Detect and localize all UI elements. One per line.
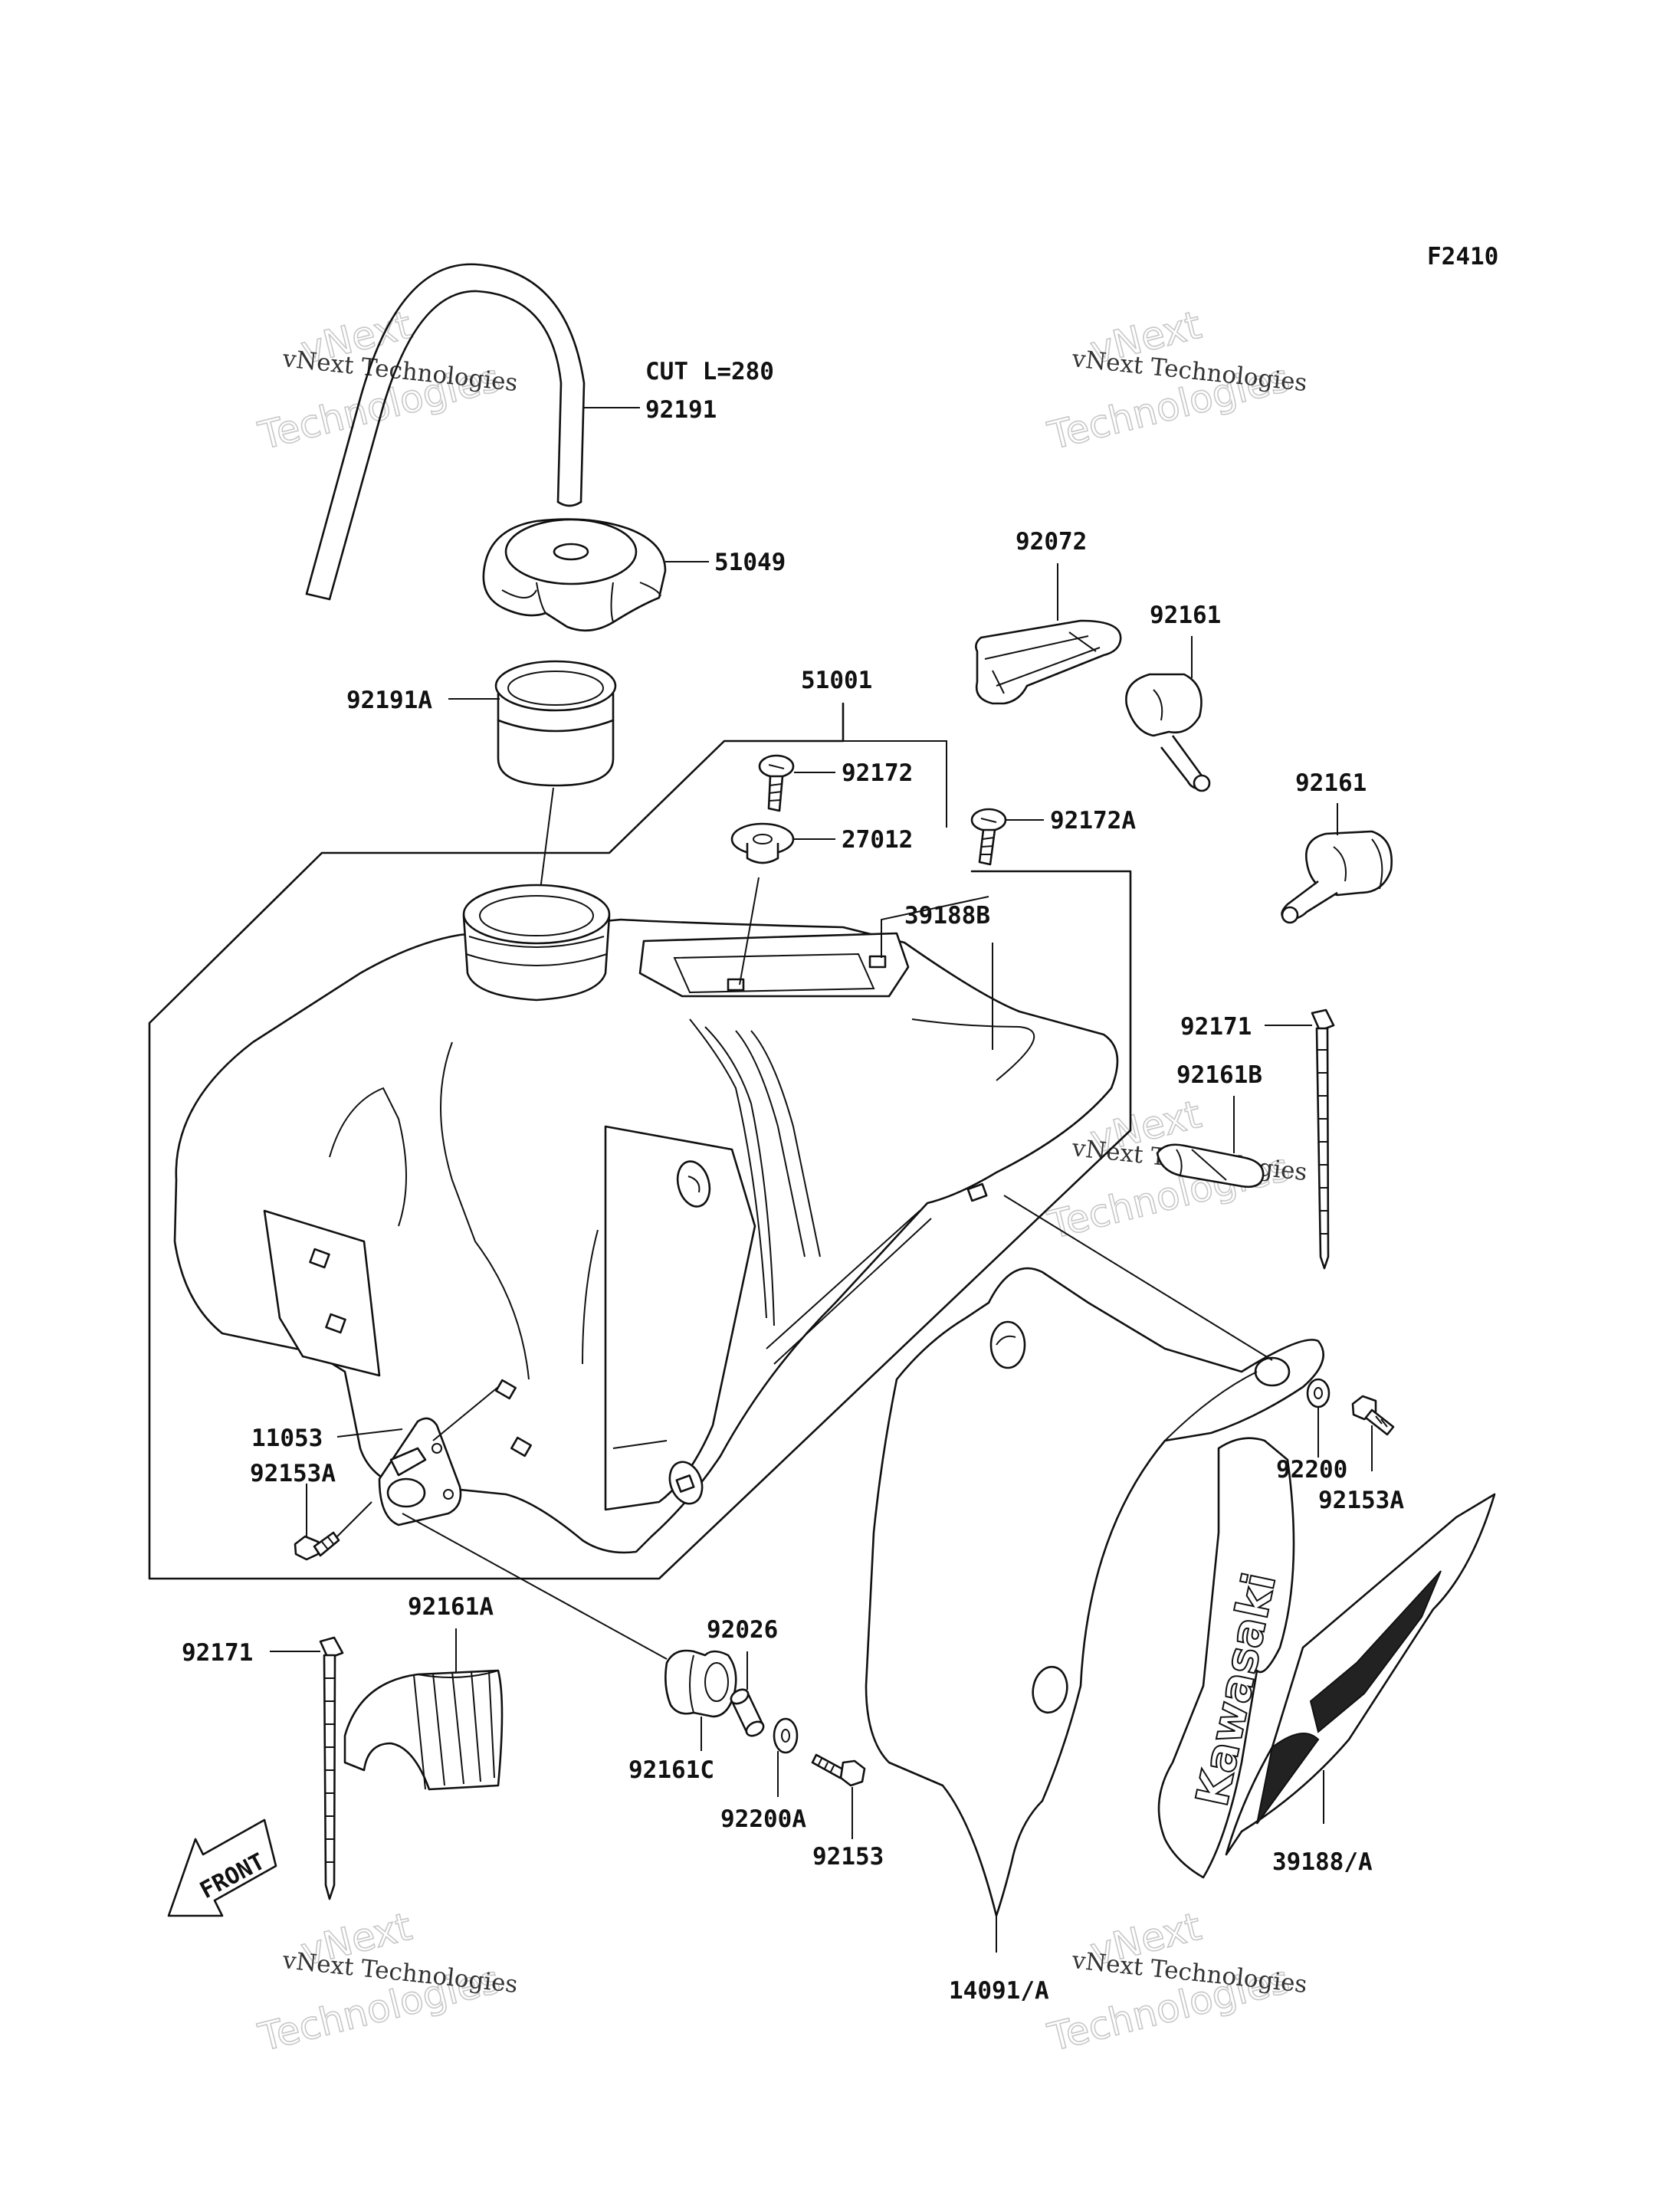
label-27012: 27012: [842, 826, 913, 854]
bolt-92153: [811, 1753, 866, 1787]
fuel-cock-11053: [378, 1417, 462, 1526]
decal-39188A: Kawasaki: [1157, 1437, 1496, 1879]
strap-92072: [975, 619, 1122, 705]
fuel-cap: [482, 518, 667, 632]
front-arrow-icon: FRONT: [167, 1818, 277, 1917]
label-92161C: 92161C: [628, 1756, 714, 1784]
screw-92172A: [970, 808, 1007, 866]
shroud-14091A: [865, 1267, 1324, 1917]
label-92153: 92153: [812, 1843, 884, 1871]
label-39188B: 39188B: [904, 902, 990, 930]
label-92172: 92172: [842, 759, 913, 787]
clamp-92161-middle: [1281, 830, 1393, 924]
label-92191A: 92191A: [346, 687, 432, 714]
label-92161A: 92161A: [408, 1593, 494, 1621]
label-92171-1: 92171: [1180, 1013, 1252, 1041]
clamp-92161B: [1156, 1143, 1265, 1188]
washer-92200A: [773, 1717, 799, 1754]
protector-92161A: [343, 1669, 504, 1791]
label-92161B: 92161B: [1176, 1061, 1262, 1089]
bolt-92153A-left: [294, 1531, 340, 1561]
label-92200: 92200: [1276, 1456, 1347, 1484]
label-14091A: 14091/A: [949, 1977, 1049, 2005]
breather-hose: [305, 263, 586, 601]
cable-tie-left: [319, 1636, 344, 1900]
filler-neck-seal: [494, 660, 617, 787]
label-92072: 92072: [1016, 528, 1087, 556]
label-92161-2: 92161: [1295, 769, 1367, 797]
label-92171-2: 92171: [182, 1639, 253, 1667]
label-cut-note: CUT L=280: [645, 358, 774, 385]
diagram-ref-code: F2410: [1427, 243, 1498, 271]
damper-27012: [730, 822, 795, 864]
clamp-92161-upper: [1125, 673, 1211, 792]
label-92200A: 92200A: [720, 1805, 806, 1833]
label-92153A-1: 92153A: [250, 1460, 336, 1487]
screw-92172: [758, 754, 795, 812]
fuel-tank: [173, 884, 1119, 1554]
label-51001: 51001: [801, 667, 872, 694]
grommet-92161C: [664, 1649, 737, 1718]
label-92153A-2: 92153A: [1318, 1487, 1404, 1514]
cable-tie-right: [1311, 1008, 1335, 1270]
label-92026: 92026: [707, 1616, 778, 1644]
label-51049: 51049: [714, 549, 786, 576]
label-92172A: 92172A: [1050, 807, 1136, 835]
collar-92026: [730, 1688, 765, 1737]
label-11053: 11053: [251, 1425, 323, 1452]
label-92191: 92191: [645, 396, 717, 424]
bolt-92153A-right: [1351, 1395, 1395, 1436]
label-92161-1: 92161: [1150, 602, 1221, 629]
label-39188A: 39188/A: [1272, 1848, 1373, 1876]
washer-92200: [1306, 1378, 1331, 1408]
